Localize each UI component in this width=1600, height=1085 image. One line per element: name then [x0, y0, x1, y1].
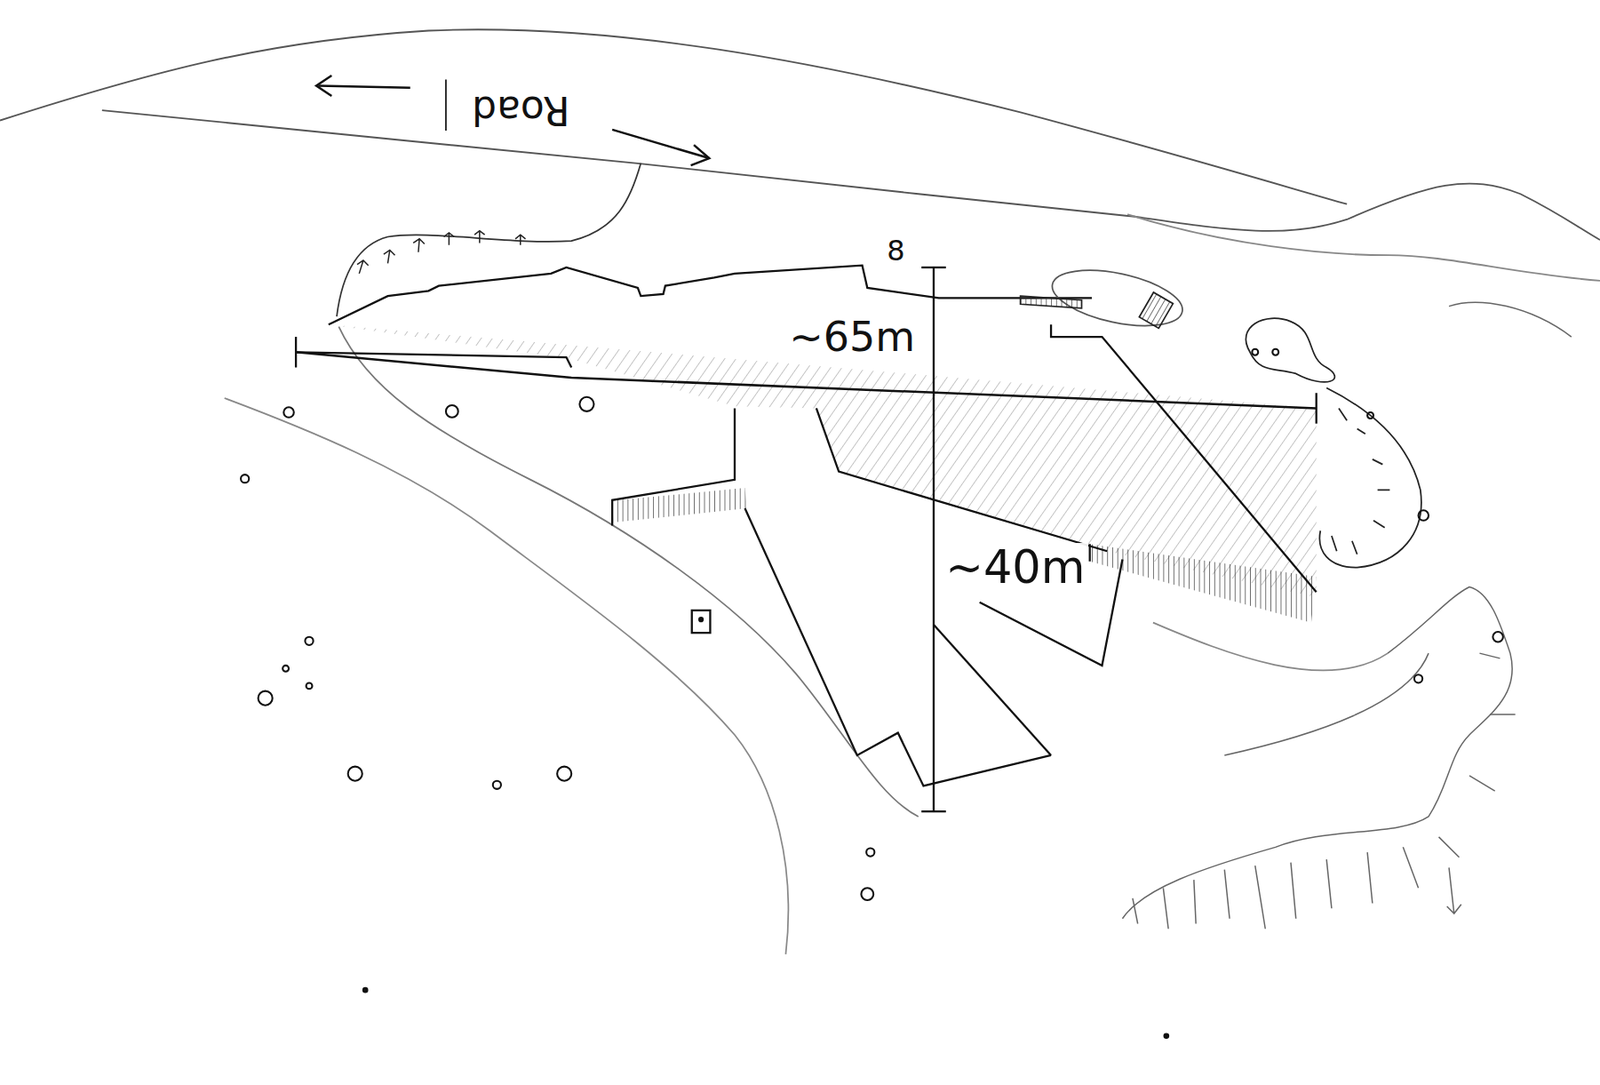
slope-arrows — [515, 234, 526, 245]
building-outline — [612, 407, 735, 526]
trees — [860, 887, 874, 900]
slope-arrows — [444, 232, 454, 246]
dimension-lines — [921, 810, 947, 812]
dimension-lines — [921, 266, 947, 269]
dimension-label: ~65m — [786, 314, 918, 360]
trees — [304, 636, 313, 645]
trees — [579, 397, 594, 412]
trees — [1164, 1034, 1170, 1039]
building-shading — [612, 487, 748, 523]
dimension-lines — [932, 267, 935, 812]
terrain-contours — [1439, 652, 1516, 858]
terrain-contours — [1122, 586, 1513, 918]
trees — [363, 987, 368, 993]
building-outline — [295, 265, 1317, 787]
building-outline — [295, 351, 572, 367]
trees — [348, 766, 363, 781]
trees — [282, 665, 289, 672]
building-outline — [816, 407, 1107, 551]
trees — [493, 780, 502, 789]
dimension-lines — [1315, 392, 1318, 423]
trees — [1367, 412, 1374, 419]
trees — [1414, 674, 1423, 683]
top-structures — [1138, 292, 1173, 328]
slope-arrows — [383, 249, 396, 263]
building-outline — [933, 624, 1051, 756]
terrain-contours — [1447, 867, 1462, 914]
trees — [1272, 349, 1279, 356]
trees — [240, 349, 1504, 1038]
dimension-label: ~40m — [942, 542, 1088, 593]
road-arrows — [612, 129, 709, 159]
building-outline — [328, 265, 1092, 326]
building-outline — [1089, 543, 1091, 562]
road-edges — [0, 29, 1347, 204]
site-boundary — [224, 398, 789, 955]
marker-number: 8 — [883, 235, 908, 267]
top-structures — [1020, 260, 1422, 568]
trees — [866, 848, 875, 857]
trees — [283, 406, 294, 417]
road-edges — [0, 29, 1600, 281]
trees — [1418, 509, 1429, 520]
road-arrows — [691, 144, 710, 166]
terrain-contours — [1448, 302, 1572, 337]
road-arrows — [318, 86, 410, 88]
terrain-contours — [1224, 652, 1429, 756]
trees — [557, 766, 572, 781]
slope-arrows — [413, 238, 425, 253]
road-arrows — [316, 75, 332, 96]
site-boundary — [224, 163, 1388, 955]
slope-arrows — [474, 230, 485, 244]
road-edges — [445, 79, 447, 131]
top-structures — [1047, 260, 1188, 336]
trees — [1492, 631, 1503, 642]
top-structures — [1245, 318, 1335, 383]
trees — [699, 617, 703, 621]
trees — [258, 691, 273, 706]
site-boundary — [1153, 622, 1388, 671]
site-boundary — [336, 163, 641, 317]
terrain-contours — [1132, 846, 1419, 929]
building-outline — [1050, 324, 1317, 592]
trees — [1251, 349, 1258, 356]
building-shading — [1090, 543, 1317, 622]
road-edges — [102, 110, 1600, 240]
road-edges — [1127, 214, 1600, 281]
building-outline — [295, 351, 1317, 408]
slope-arrows — [357, 230, 526, 274]
dimension-lines — [295, 267, 1317, 812]
top-structures — [1331, 407, 1390, 554]
terrain-contours — [1122, 302, 1571, 929]
top-structures — [1020, 295, 1083, 309]
dimension-lines — [294, 336, 297, 367]
road-label: Road — [469, 88, 573, 132]
trees — [445, 405, 459, 418]
slope-arrows — [357, 260, 369, 274]
trees — [692, 610, 711, 633]
trees — [240, 474, 249, 483]
trees — [306, 682, 313, 689]
road-arrows — [316, 75, 709, 166]
top-structures — [1319, 387, 1421, 567]
